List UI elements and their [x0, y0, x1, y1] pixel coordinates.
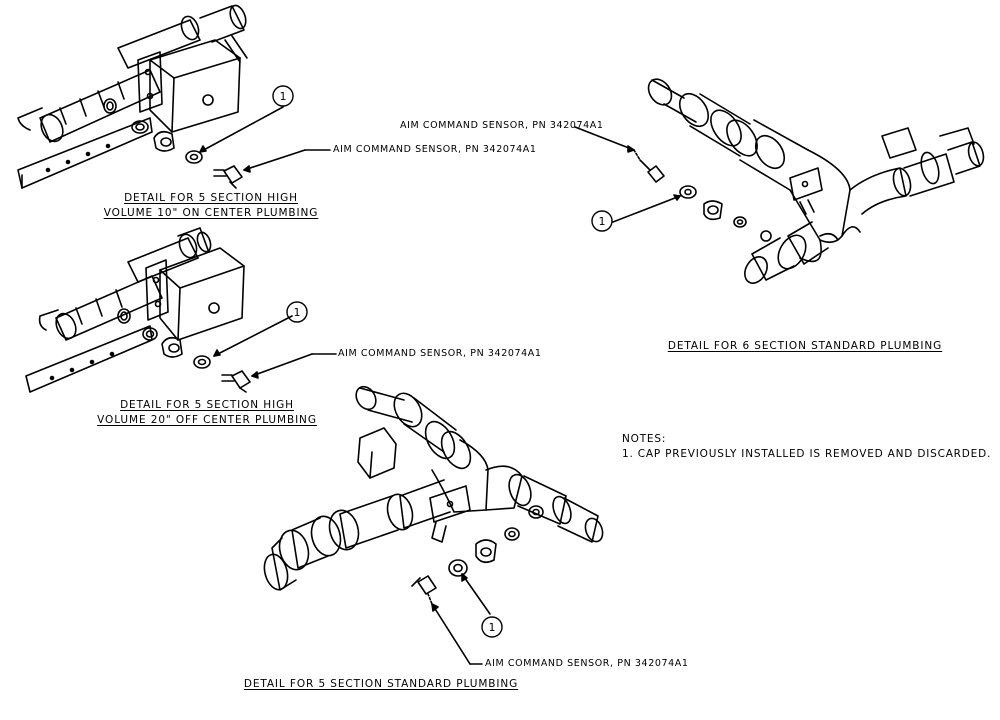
- item-number-a: 1: [280, 90, 287, 103]
- detail-d-assembly: [263, 385, 604, 665]
- caption-detail-b-line2: VOLUME 20" OFF CENTER PLUMBING: [97, 414, 317, 426]
- caption-detail-b: DETAIL FOR 5 SECTION HIGH VOLUME 20" OFF…: [82, 398, 332, 428]
- sensor-label-b: AIM COMMAND SENSOR, PN 342074A1: [338, 348, 542, 359]
- item-balloon-d: [481, 616, 503, 638]
- notes-block: NOTES: 1. CAP PREVIOUSLY INSTALLED IS RE…: [622, 432, 991, 462]
- caption-detail-a-line1: DETAIL FOR 5 SECTION HIGH: [124, 192, 298, 204]
- caption-detail-a: DETAIL FOR 5 SECTION HIGH VOLUME 10" ON …: [86, 191, 336, 221]
- sensor-label-c: AIM COMMAND SENSOR, PN 342074A1: [400, 120, 604, 131]
- detail-b-assembly: [25, 227, 337, 393]
- item-balloons: [272, 85, 613, 638]
- detail-c-assembly: [574, 78, 985, 284]
- item-number-c: 1: [599, 215, 606, 228]
- detail-a-assembly: [17, 4, 331, 189]
- item-balloon-c: [591, 210, 613, 232]
- item-balloon-a: [272, 85, 294, 107]
- item-number-b: 1: [294, 306, 301, 319]
- caption-detail-d-line1: DETAIL FOR 5 SECTION STANDARD PLUMBING: [243, 678, 519, 690]
- sensor-label-d: AIM COMMAND SENSOR, PN 342074A1: [485, 658, 689, 669]
- item-number-d: 1: [489, 621, 496, 634]
- caption-detail-c-line1: DETAIL FOR 6 SECTION STANDARD PLUMBING: [667, 340, 943, 352]
- caption-detail-c: DETAIL FOR 6 SECTION STANDARD PLUMBING: [660, 339, 950, 354]
- item-balloon-b: [286, 301, 308, 323]
- sensor-label-a: AIM COMMAND SENSOR, PN 342074A1: [333, 144, 537, 155]
- caption-detail-d: DETAIL FOR 5 SECTION STANDARD PLUMBING: [236, 677, 526, 692]
- caption-detail-a-line2: VOLUME 10" ON CENTER PLUMBING: [103, 207, 319, 219]
- notes-item-1: 1. CAP PREVIOUSLY INSTALLED IS REMOVED A…: [622, 448, 992, 460]
- caption-detail-b-line1: DETAIL FOR 5 SECTION HIGH: [120, 399, 294, 411]
- notes-heading: NOTES:: [622, 433, 667, 445]
